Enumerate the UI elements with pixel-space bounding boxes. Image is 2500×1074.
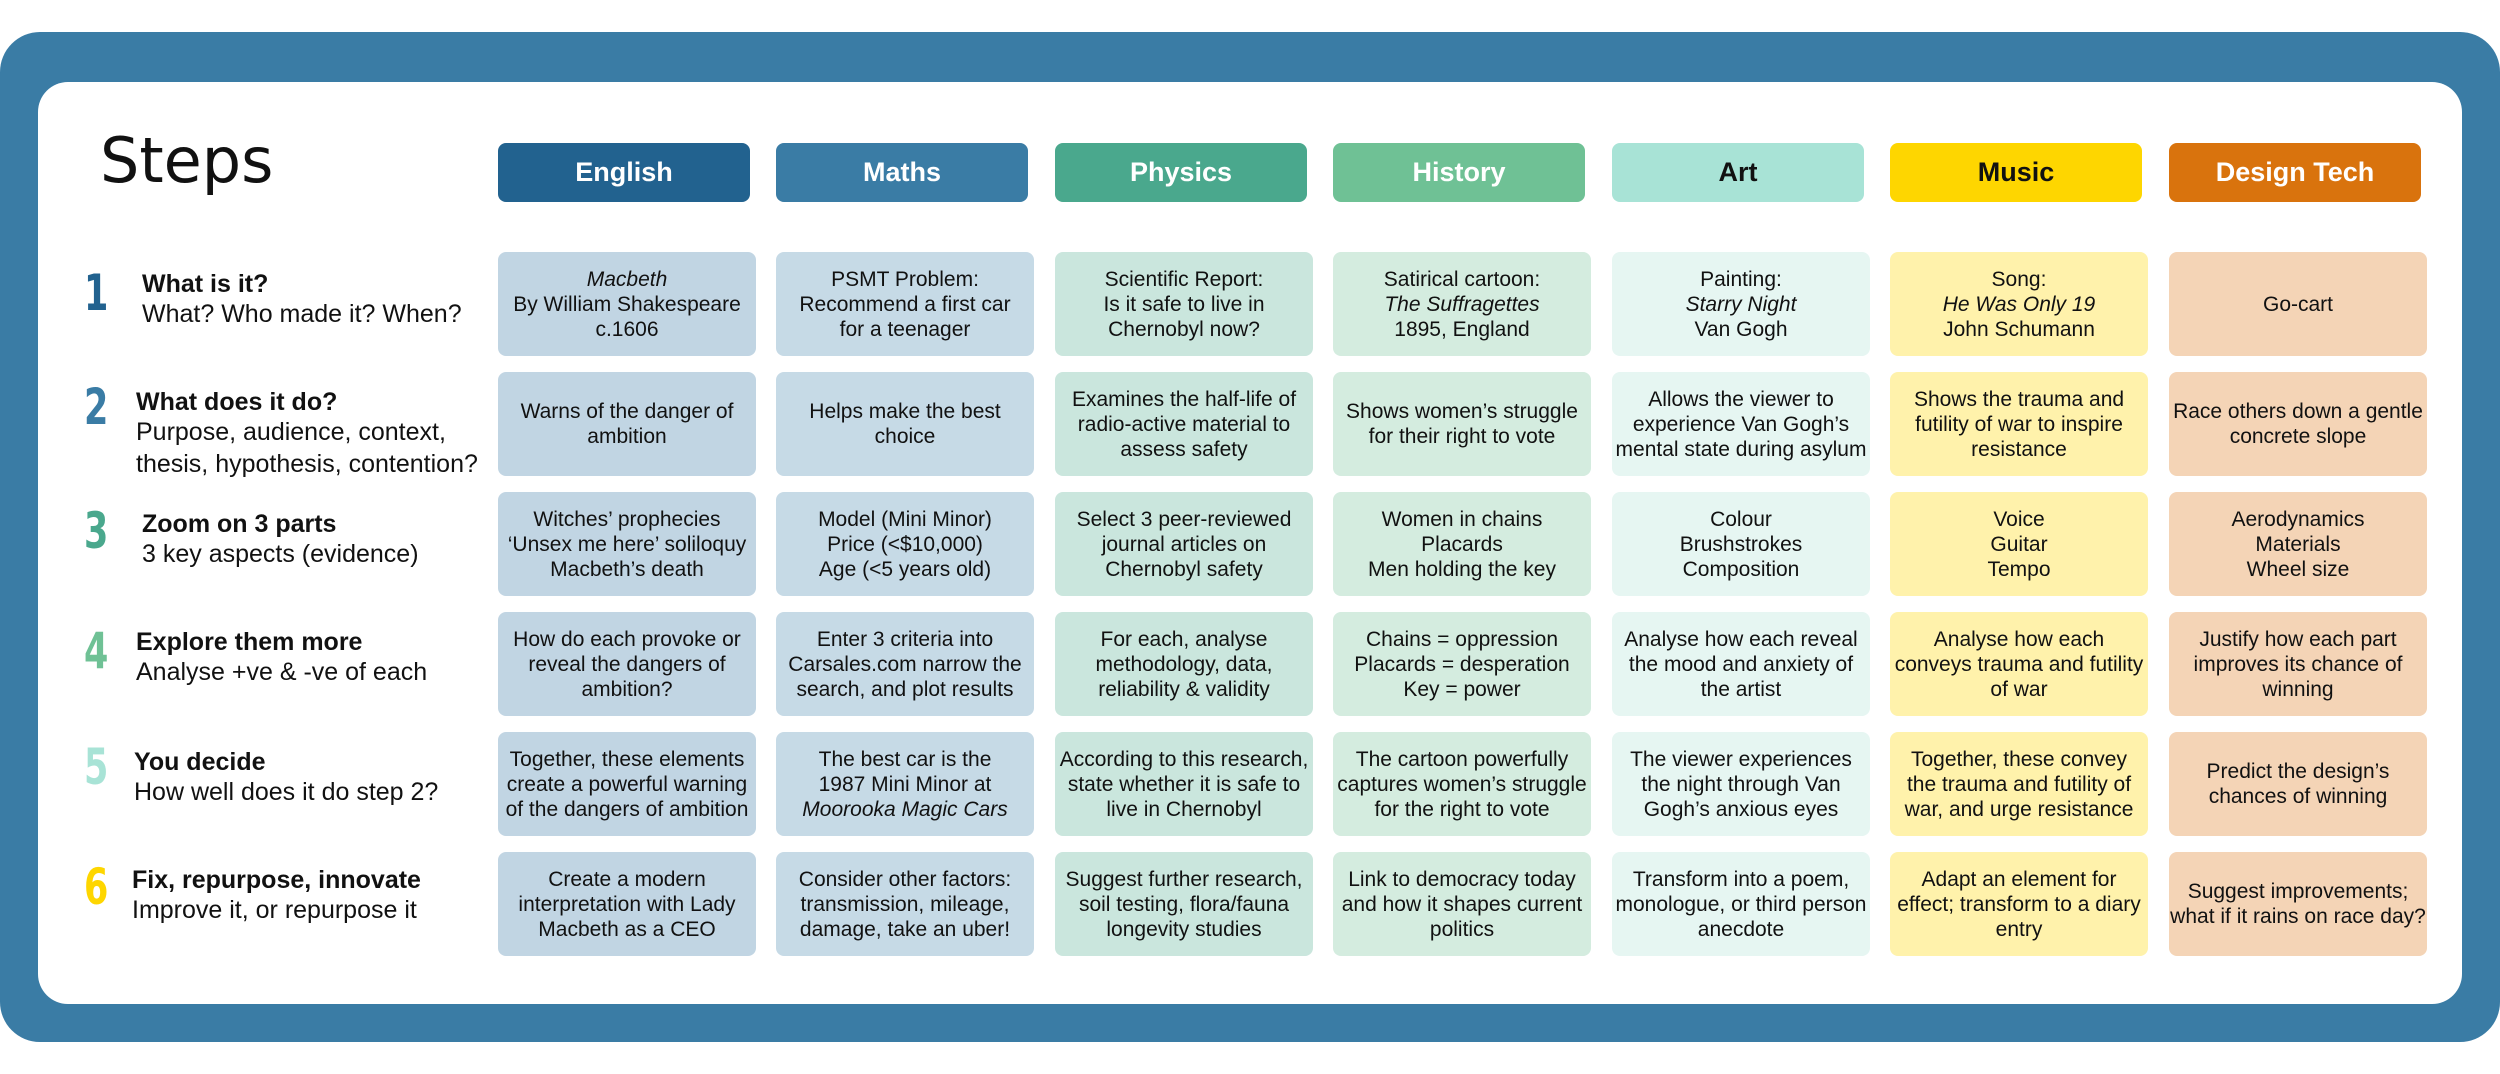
step-number: 3 xyxy=(84,502,109,560)
step-1: 1 What is it? What? Who made it? When? xyxy=(84,252,484,356)
step-subtitle: 3 key aspects (evidence) xyxy=(142,540,419,568)
cell-designtech-step-6: Suggest improvements;what if it rains on… xyxy=(2169,852,2427,956)
step-number: 2 xyxy=(84,378,109,436)
header-art: Art xyxy=(1612,143,1864,202)
page-title: Steps xyxy=(100,124,274,197)
step-2: 2 What does it do? Purpose, audience, co… xyxy=(84,372,484,478)
header-english: English xyxy=(498,143,750,202)
cell-maths-step-6: Consider other factors:transmission, mil… xyxy=(776,852,1034,956)
step-subtitle: Purpose, audience, context, thesis, hypo… xyxy=(136,418,478,478)
step-title: What is it? xyxy=(142,270,269,298)
step-3: 3 Zoom on 3 parts 3 key aspects (evidenc… xyxy=(84,492,484,596)
step-title: Explore them more xyxy=(136,628,363,656)
step-subtitle: How well does it do step 2? xyxy=(134,778,439,806)
step-number: 4 xyxy=(84,622,109,680)
cell-english-step-3: Witches’ prophecies‘Unsex me here’ solil… xyxy=(498,492,756,596)
step-4: 4 Explore them more Analyse +ve & -ve of… xyxy=(84,612,484,716)
cell-art-step-6: Transform into a poem,monologue, or thir… xyxy=(1612,852,1870,956)
step-5: 5 You decide How well does it do step 2? xyxy=(84,732,484,836)
step-title: You decide xyxy=(134,748,266,776)
step-subtitle: What? Who made it? When? xyxy=(142,300,462,328)
step-number: 1 xyxy=(84,264,109,322)
step-subtitle: Improve it, or repurpose it xyxy=(132,896,417,924)
header-physics: Physics xyxy=(1055,143,1307,202)
header-maths: Maths xyxy=(776,143,1028,202)
step-number: 5 xyxy=(84,738,109,796)
cell-maths-step-3: Model (Mini Minor)Price (<$10,000)Age (<… xyxy=(776,492,1034,596)
header-music: Music xyxy=(1890,143,2142,202)
step-number: 6 xyxy=(84,858,109,916)
cell-physics-step-5: According to this research,state whether… xyxy=(1055,732,1313,836)
step-title: What does it do? xyxy=(136,388,338,416)
step-subtitle: Analyse +ve & -ve of each xyxy=(136,658,428,686)
step-title: Zoom on 3 parts xyxy=(142,510,337,538)
step-6: 6 Fix, repurpose, innovate Improve it, o… xyxy=(84,852,484,956)
header-history: History xyxy=(1333,143,1585,202)
header-design-tech: Design Tech xyxy=(2169,143,2421,202)
cell-designtech-step-1: Go-cart xyxy=(2169,252,2427,356)
step-title: Fix, repurpose, innovate xyxy=(132,866,421,894)
cell-physics-step-6: Suggest further research,soil testing, f… xyxy=(1055,852,1313,956)
